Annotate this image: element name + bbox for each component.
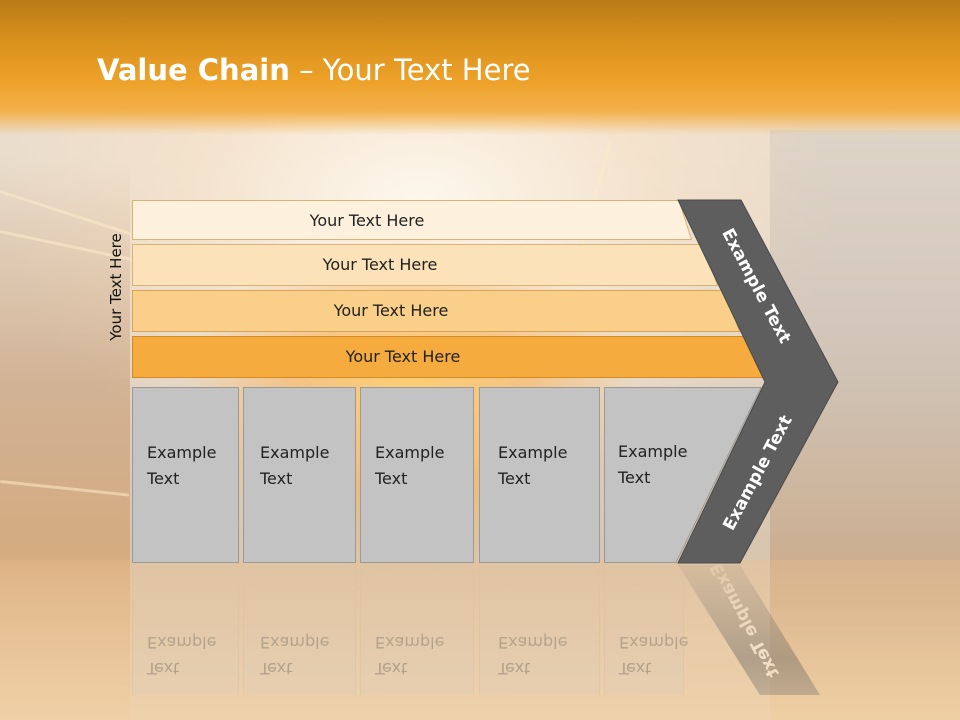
title-bold: Value Chain xyxy=(97,53,290,87)
box-4-line-2: Text xyxy=(498,469,531,488)
box-5-line-2: Text xyxy=(618,468,651,487)
example-box-4[interactable]: Example Text xyxy=(479,387,600,563)
title-bar xyxy=(0,0,960,135)
row-2-shape xyxy=(132,244,718,286)
row-2-label: Your Text Here xyxy=(322,254,438,274)
row-1[interactable]: Your Text Here xyxy=(132,200,692,240)
chevron-shape xyxy=(677,199,839,564)
row-4-label: Your Text Here xyxy=(345,346,461,366)
example-box-3[interactable]: Example Text xyxy=(360,387,474,563)
row-1-shape xyxy=(132,200,692,240)
example-box-5[interactable]: Example Text xyxy=(604,387,764,563)
box-3-line-2: Text xyxy=(375,469,408,488)
reflection-chevron xyxy=(678,565,820,695)
title-rest: – Your Text Here xyxy=(289,53,531,87)
background-floor xyxy=(0,560,960,720)
box-2-line-2: Text xyxy=(260,469,293,488)
box-5-line-1: Example xyxy=(618,442,688,461)
box-1-line-1: Example xyxy=(147,443,217,462)
box-1-line-2: Text xyxy=(147,469,180,488)
box-5-shape xyxy=(604,387,762,563)
row-3[interactable]: Your Text Here xyxy=(132,290,740,332)
row-2[interactable]: Your Text Here xyxy=(132,244,718,286)
row-3-label: Your Text Here xyxy=(333,300,449,320)
example-box-1[interactable]: Example Text xyxy=(132,387,239,563)
box-4-line-1: Example xyxy=(498,443,568,462)
row-3-shape xyxy=(132,290,740,332)
box-2-line-1: Example xyxy=(260,443,330,462)
example-box-2[interactable]: Example Text xyxy=(243,387,356,563)
row-1-label: Your Text Here xyxy=(309,210,425,230)
box-3-line-1: Example xyxy=(375,443,445,462)
slide-title[interactable]: Value Chain – Your Text Here xyxy=(97,53,531,87)
row-4[interactable]: Your Text Here xyxy=(132,336,764,378)
